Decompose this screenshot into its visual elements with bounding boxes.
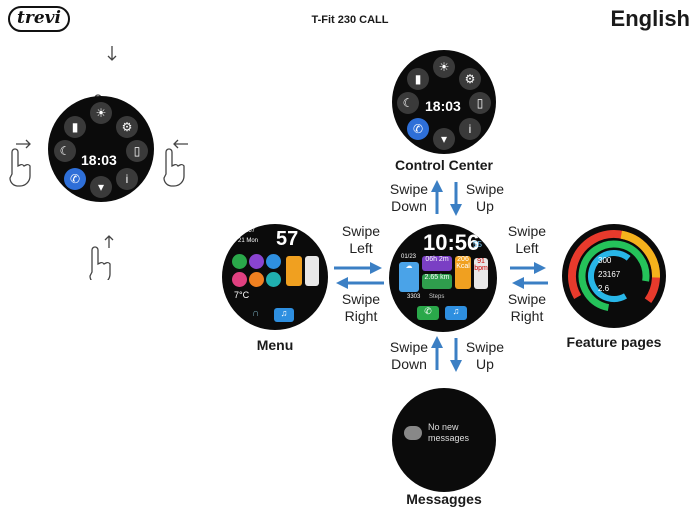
menu-calories-tile <box>286 256 302 286</box>
menu-time: 10:57 <box>240 228 256 234</box>
watch-menu: 10:57 21 Mon 57 7°C ♫ ∩ <box>222 224 328 330</box>
moon-icon: ☾ <box>397 92 419 114</box>
weather-tile: ☁ <box>399 262 419 292</box>
main-steps: 3303 <box>407 294 421 300</box>
phone-app-icon: ✆ <box>417 306 439 320</box>
hand-left-icon <box>163 139 188 187</box>
menu-hr-tile <box>305 256 319 286</box>
info-icon: i <box>459 118 481 140</box>
calories-tile: 206 Kcal <box>455 256 471 289</box>
settings-icon: ⚙ <box>459 68 481 90</box>
menu-music-icon: ♫ <box>274 308 294 322</box>
flashlight-icon: ▾ <box>433 128 455 150</box>
settings-icon: ⚙ <box>116 116 138 138</box>
app-icon <box>266 254 281 269</box>
app-icon <box>232 272 247 287</box>
watch-feature-pages: 300 23167 2.6 <box>562 224 666 328</box>
info-icon: i <box>116 168 138 190</box>
brightness-icon: ☀ <box>433 56 455 78</box>
moon-icon: ☾ <box>54 140 76 162</box>
feature-pages-label: Feature pages <box>566 334 662 350</box>
watch-messages: No new messages <box>392 388 496 492</box>
app-icon <box>249 272 264 287</box>
feature-steps: 23167 <box>598 270 621 279</box>
app-icon <box>232 254 247 269</box>
messages-label: Messagges <box>406 491 482 507</box>
trevi-logo: trevi <box>8 6 70 32</box>
bookmark-icon: ▯ <box>126 140 148 162</box>
model-title: T-Fit 230 CALL <box>311 14 389 26</box>
battery-icon: ▮ <box>407 68 429 90</box>
music-app-icon: ♫ <box>445 306 467 320</box>
watch-time: 18:03 <box>425 98 461 114</box>
menu-label: Menu <box>256 337 294 353</box>
heart-rate-tile: 91 bpm <box>474 258 488 289</box>
feature-km: 2.6 <box>598 284 610 293</box>
watch-main-face: 10:56 55 01/23 ☁ 06h 2m 2.65 km 206 Kcal… <box>389 224 497 332</box>
hand-up-icon <box>89 235 114 280</box>
brightness-icon: ☀ <box>90 102 112 124</box>
menu-big-time: 57 <box>276 228 299 250</box>
main-time: 10:56 <box>423 230 480 255</box>
control-center-label: Control Center <box>395 157 493 173</box>
watch-control-example: ☀ ▮ ⚙ ☾ ▯ 18:03 ✆ ▾ i <box>48 96 154 202</box>
menu-temp: 7°C <box>234 290 250 300</box>
main-steps-label: Steps <box>429 294 445 300</box>
battery-icon: ▮ <box>64 116 86 138</box>
sleep-tile: 06h 2m <box>422 256 452 271</box>
phone-icon: ✆ <box>407 118 429 140</box>
distance-tile: 2.65 km <box>422 274 452 289</box>
phone-icon: ✆ <box>64 168 86 190</box>
bookmark-icon: ▯ <box>469 92 491 114</box>
flashlight-icon: ▾ <box>90 176 112 198</box>
menu-date: 21 Mon <box>238 238 259 244</box>
app-icon <box>266 272 281 287</box>
activity-rings <box>568 230 660 323</box>
main-seconds: 55 <box>473 240 482 249</box>
app-icon <box>249 254 264 269</box>
headphones-icon: ∩ <box>252 308 260 319</box>
main-date: 01/23 <box>401 254 417 260</box>
watch-time: 18:03 <box>81 152 117 168</box>
feature-kcal: 300 <box>598 256 612 265</box>
hand-right-icon <box>9 139 31 187</box>
watch-control-center: ☀ ▮ ⚙ ☾ ▯ 18:03 ✆ ▾ i <box>392 50 496 154</box>
message-bubble-icon <box>404 426 422 440</box>
no-messages-text: No new messages <box>428 422 470 443</box>
language-label: English <box>610 6 690 31</box>
